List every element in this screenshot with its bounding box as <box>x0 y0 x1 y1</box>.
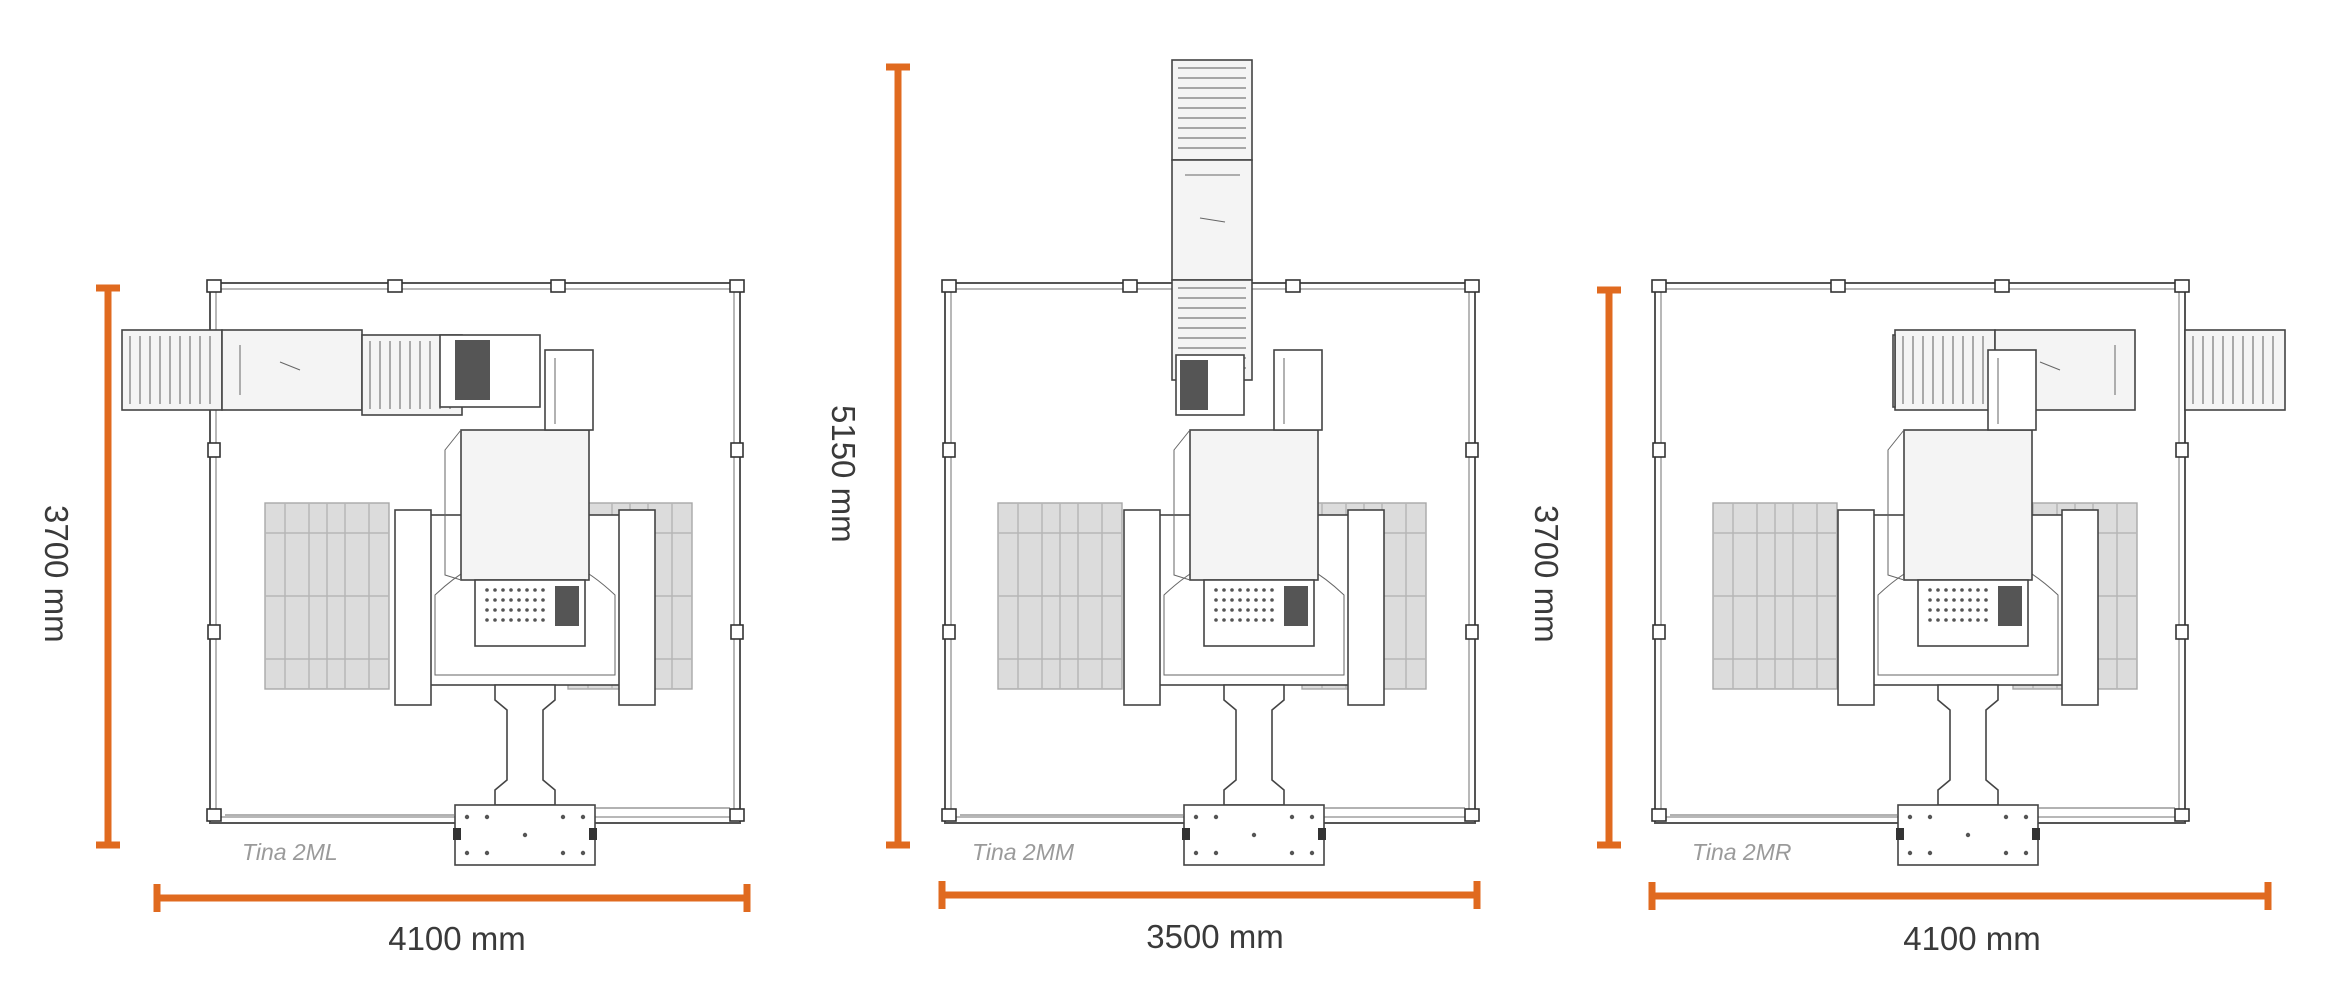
width-label: 4100 mm <box>1903 920 2041 957</box>
model-label: Tina 2ML <box>242 839 338 865</box>
infeed-conveyor <box>1171 59 1253 416</box>
depth-dimension: 3700 mm <box>1528 286 1621 849</box>
width-dimension: 4100 mm <box>153 884 751 957</box>
layout-tina-2mm: Tina 2MM 5150 mm 3500 mm <box>825 59 1481 955</box>
width-label: 4100 mm <box>388 920 526 957</box>
infeed-conveyor <box>121 329 541 416</box>
pallet-left <box>264 502 390 690</box>
pallet-left <box>997 502 1123 690</box>
model-label: Tina 2MM <box>972 839 1075 865</box>
layout-tina-2ml: Tina 2ML 3700 mm 4100 mm <box>38 279 751 957</box>
palletizing-robot <box>394 349 656 866</box>
depth-label: 3700 mm <box>1528 505 1565 643</box>
model-label: Tina 2MR <box>1692 839 1792 865</box>
depth-dimension: 3700 mm <box>38 284 120 849</box>
palletizing-robot <box>1123 349 1385 866</box>
width-dimension: 4100 mm <box>1648 882 2272 957</box>
depth-label: 5150 mm <box>825 405 862 543</box>
depth-dimension: 5150 mm <box>825 63 910 849</box>
width-label: 3500 mm <box>1146 918 1284 955</box>
width-dimension: 3500 mm <box>938 881 1481 955</box>
layout-tina-2mr: Tina 2MR 3700 mm 4100 mm <box>1528 279 2286 957</box>
palletizing-robot <box>1837 349 2099 866</box>
pallet-left <box>1712 502 1838 690</box>
depth-label: 3700 mm <box>38 505 75 643</box>
infeed-conveyor <box>1892 329 2286 411</box>
